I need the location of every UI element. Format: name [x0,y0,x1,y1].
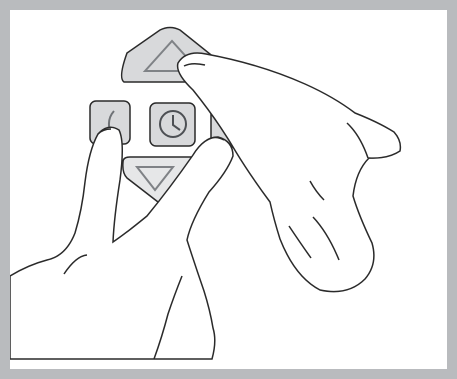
control-panel-illustration [10,10,447,369]
center-button[interactable] [150,103,195,146]
lower-hand [10,127,233,359]
